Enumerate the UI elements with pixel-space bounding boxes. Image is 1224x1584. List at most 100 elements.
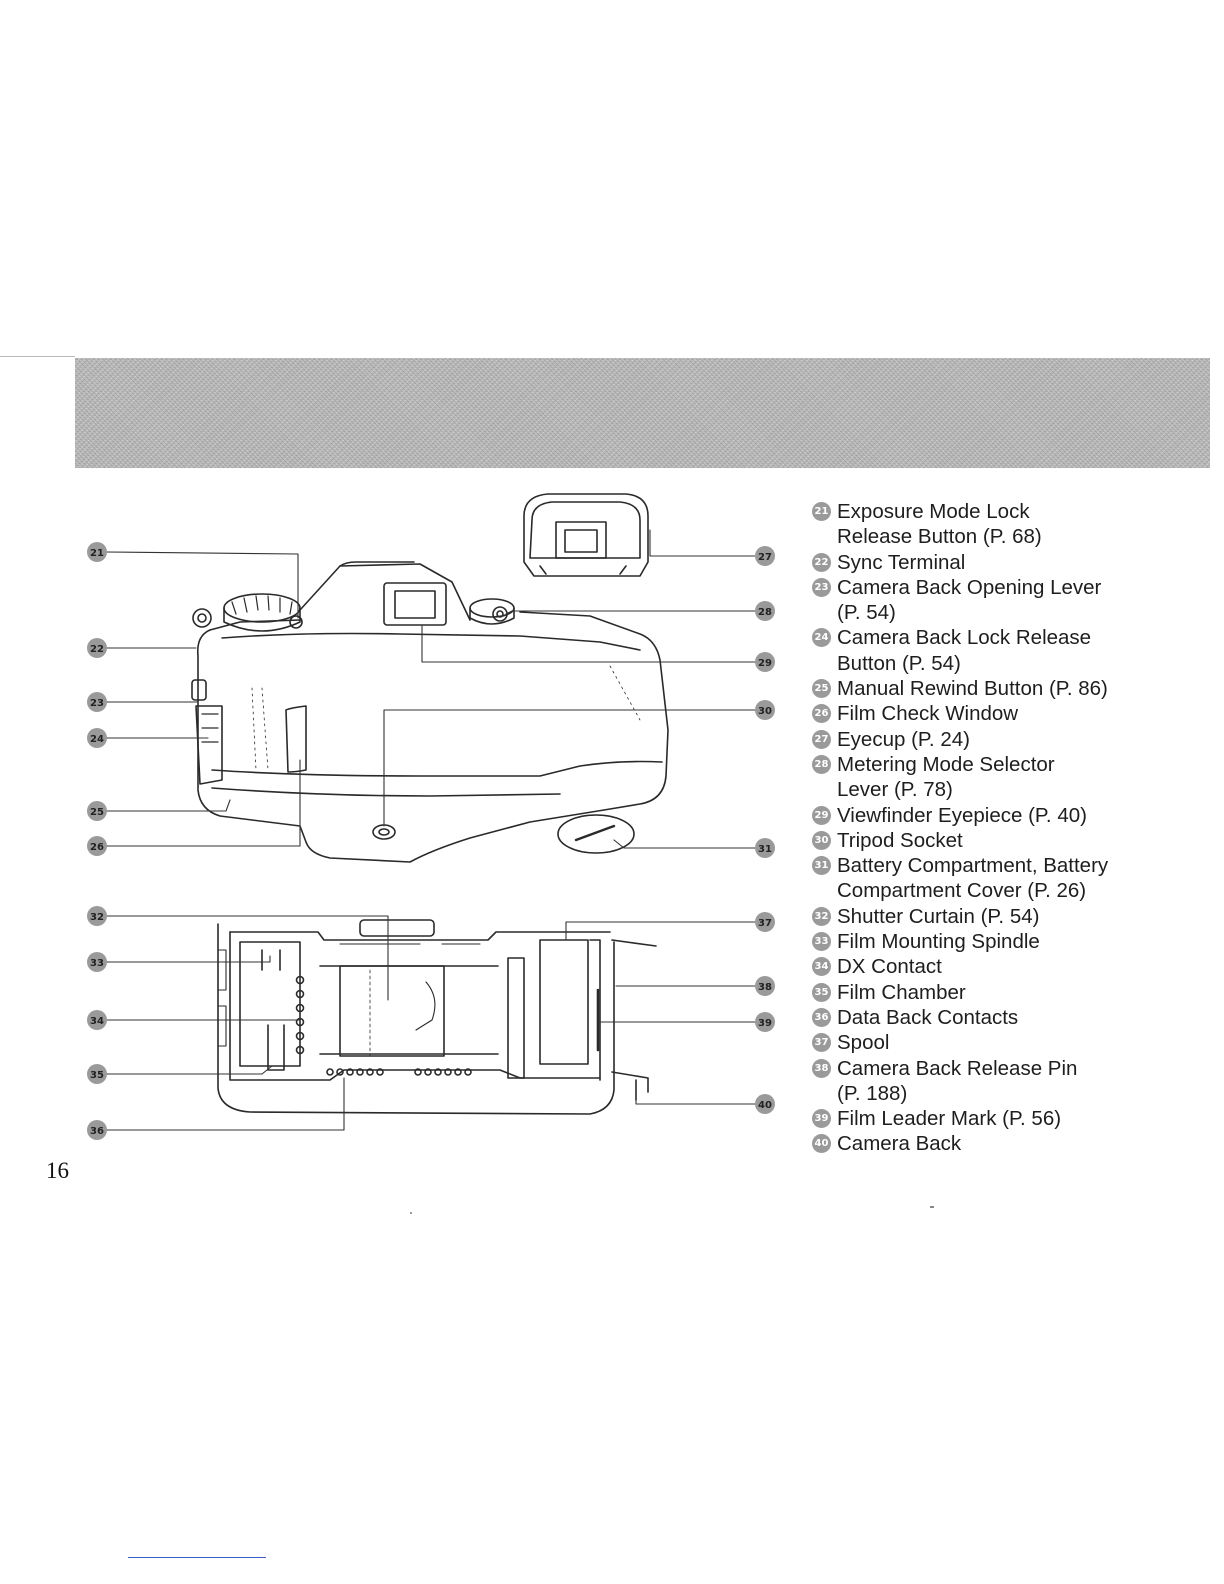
part-number-badge: 30	[812, 830, 831, 850]
camera-illustration: 21 22 23 24 25 26 27 28 29 30 31 32 33 3…	[87, 493, 775, 1140]
svg-text:37: 37	[758, 918, 772, 929]
part-label: Camera Back Release Pin	[837, 1056, 1078, 1080]
part-item: 32 Shutter Curtain (P. 54)	[812, 904, 1212, 929]
part-number-badge: 22	[812, 552, 831, 572]
part-item: 26 Film Check Window	[812, 701, 1212, 726]
svg-text:34: 34	[90, 1016, 104, 1027]
part-item: 35 Film Chamber	[812, 980, 1212, 1005]
part-item: 37 Spool	[812, 1030, 1212, 1055]
scan-speck	[410, 1212, 412, 1214]
part-label: Tripod Socket	[837, 828, 963, 852]
part-item: 22 Sync Terminal	[812, 550, 1212, 575]
part-label: Viewfinder Eyepiece (P. 40)	[837, 803, 1087, 827]
part-number-badge: 27	[812, 729, 831, 749]
svg-text:23: 23	[90, 698, 104, 709]
svg-text:26: 26	[90, 842, 104, 853]
part-label: Battery Compartment, Battery	[837, 854, 1109, 878]
part-item: 33 Film Mounting Spindle	[812, 929, 1212, 954]
svg-text:36: 36	[90, 1126, 104, 1137]
part-number-badge: 26	[812, 704, 831, 724]
part-number-badge: 24	[812, 628, 831, 648]
part-number-badge: 28	[812, 754, 831, 774]
part-label: Shutter Curtain (P. 54)	[837, 904, 1040, 928]
camera-diagram: 21 22 23 24 25 26 27 28 29 30 31 32 33 3…	[0, 470, 800, 1170]
part-item: 40 Camera Back	[812, 1131, 1212, 1156]
part-item: 34 DX Contact	[812, 954, 1212, 979]
part-item: 36 Data Back Contacts	[812, 1005, 1212, 1030]
part-label: DX Contact	[837, 955, 942, 979]
part-label: Manual Rewind Button (P. 86)	[837, 677, 1108, 701]
part-number-badge: 32	[812, 906, 831, 926]
svg-text:40: 40	[758, 1100, 772, 1111]
part-number-badge: 34	[812, 957, 831, 977]
callout-badges: 21 22 23 24 25 26 27 28 29 30 31 32 33 3…	[87, 542, 775, 1140]
svg-text:28: 28	[758, 607, 772, 618]
part-label: Film Leader Mark (P. 56)	[837, 1107, 1062, 1131]
part-label-continued: Lever (P. 78)	[837, 778, 953, 802]
part-number-badge: 21	[812, 502, 831, 521]
part-label: Camera Back Opening Lever	[837, 575, 1102, 599]
eyecup-illustration	[523, 493, 649, 577]
part-label: Film Chamber	[837, 980, 966, 1004]
svg-text:31: 31	[758, 844, 772, 855]
part-number-badge: 35	[812, 982, 831, 1002]
part-label: Camera Back	[837, 1132, 962, 1156]
part-label-continued: (P. 54)	[837, 601, 896, 625]
part-label: Film Check Window	[837, 702, 1019, 726]
svg-text:29: 29	[758, 658, 772, 669]
svg-text:22: 22	[90, 644, 104, 655]
part-label-continued: Compartment Cover (P. 26)	[837, 879, 1087, 903]
part-item: 27 Eyecup (P. 24)	[812, 727, 1212, 752]
part-label: Eyecup (P. 24)	[837, 727, 970, 751]
part-number-badge: 29	[812, 805, 831, 825]
part-number-badge: 40	[812, 1134, 831, 1154]
svg-text:30: 30	[758, 706, 772, 717]
svg-text:25: 25	[90, 807, 104, 818]
svg-text:33: 33	[90, 958, 104, 969]
camera-body-rear	[191, 561, 669, 863]
part-label: Camera Back Lock Release	[837, 626, 1092, 650]
svg-text:21: 21	[90, 548, 104, 559]
footer-rule	[128, 1557, 266, 1558]
svg-text:35: 35	[90, 1070, 104, 1081]
part-item: 29 Viewfinder Eyepiece (P. 40)	[812, 803, 1212, 828]
scan-speck	[930, 1206, 934, 1208]
part-number-badge: 31	[812, 856, 831, 876]
header-halftone-band	[75, 358, 1210, 468]
part-label: Data Back Contacts	[837, 1005, 1019, 1029]
part-number-badge: 36	[812, 1007, 831, 1027]
camera-body-open	[217, 919, 657, 1115]
svg-text:39: 39	[758, 1018, 772, 1029]
part-number-badge: 23	[812, 577, 831, 597]
part-item: 30 Tripod Socket	[812, 828, 1212, 853]
page-number: 16	[46, 1158, 69, 1183]
part-item: 23 Camera Back Opening Lever(P. 54)	[812, 575, 1212, 626]
part-item: 38 Camera Back Release Pin(P. 188)	[812, 1056, 1212, 1107]
svg-text:24: 24	[90, 734, 104, 745]
part-item: 39 Film Leader Mark (P. 56)	[812, 1106, 1212, 1131]
part-label: Exposure Mode Lock	[837, 500, 1030, 523]
part-label-continued: Button (P. 54)	[837, 651, 961, 675]
part-label: Spool	[837, 1031, 890, 1055]
part-number-badge: 38	[812, 1058, 831, 1078]
stray-rule	[0, 356, 75, 357]
part-number-badge: 33	[812, 932, 831, 952]
part-label: Film Mounting Spindle	[837, 930, 1040, 954]
part-label-continued: (P. 188)	[837, 1081, 908, 1105]
part-number-badge: 25	[812, 679, 831, 699]
part-number-badge: 37	[812, 1033, 831, 1053]
part-item: 25 Manual Rewind Button (P. 86)	[812, 676, 1212, 701]
part-label: Metering Mode Selector	[837, 752, 1055, 776]
part-label: Sync Terminal	[837, 550, 966, 574]
part-label-continued: Release Button (P. 68)	[837, 525, 1042, 549]
svg-text:38: 38	[758, 982, 772, 993]
part-number-badge: 39	[812, 1109, 831, 1129]
callout-leader-lines	[105, 529, 757, 1131]
svg-text:32: 32	[90, 912, 104, 923]
svg-text:27: 27	[758, 552, 772, 563]
